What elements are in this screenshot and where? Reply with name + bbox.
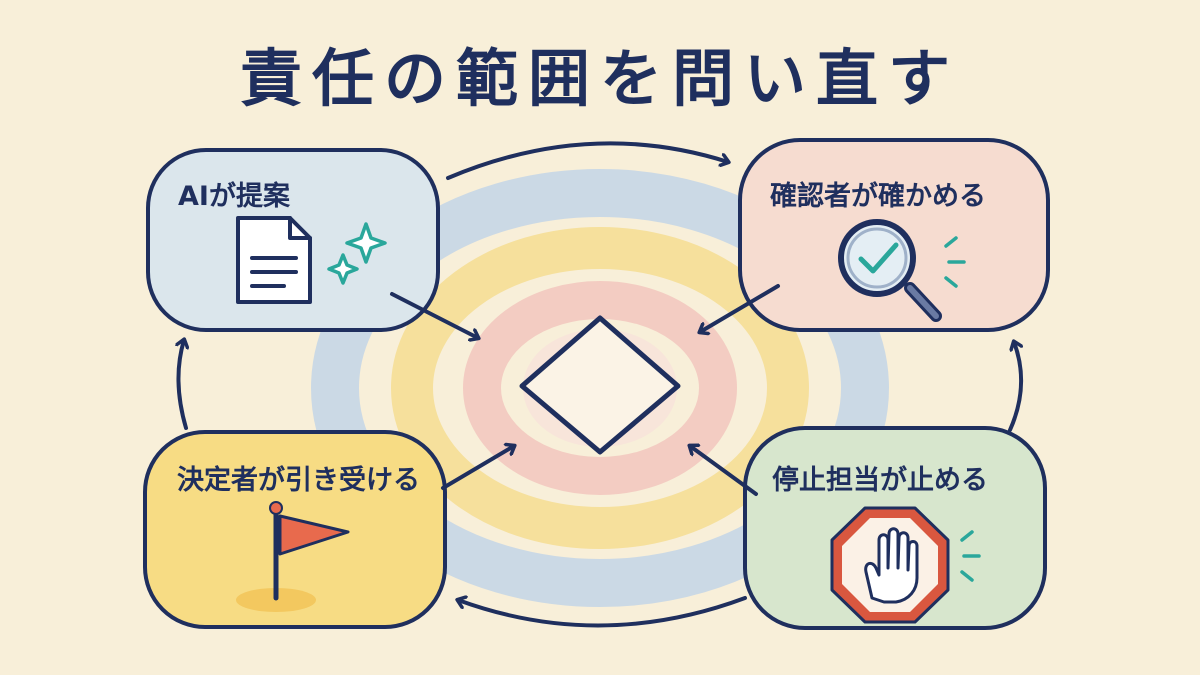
page-title: 責任の範囲を問い直す	[239, 42, 960, 115]
emphasis-lines-icon	[944, 236, 966, 288]
arrow-stopper-to-center	[690, 446, 758, 496]
middle-ring	[391, 227, 809, 549]
flow-arrows	[178, 141, 1021, 628]
stop-hand-icon	[830, 506, 950, 624]
arrow-decider-to-center	[441, 446, 514, 490]
card-label-decider: 決定者が引き受ける	[177, 465, 420, 496]
arrow-stopper-to-decider	[458, 598, 747, 628]
outer-ring	[311, 169, 889, 607]
flag-icon	[236, 501, 350, 612]
arrow-decider-to-ai	[178, 340, 186, 430]
arrow-stopper-to-reviewer	[1008, 342, 1021, 432]
card-label-stopper: 停止担当が止める	[772, 465, 988, 496]
card-label-ai-proposal: AIが提案	[178, 181, 290, 212]
emphasis-lines-icon	[960, 530, 981, 582]
inner-ring	[463, 281, 737, 495]
arrow-ai-to-center	[390, 292, 478, 338]
diamond-icon	[519, 315, 681, 455]
card-label-reviewer: 確認者が確かめる	[770, 181, 986, 212]
arrow-ai-to-reviewer	[446, 141, 728, 180]
document-icon	[236, 216, 312, 304]
sparkle-icon	[327, 222, 387, 285]
magnifier-check-icon	[838, 219, 942, 322]
arrow-reviewer-to-center	[700, 284, 780, 332]
